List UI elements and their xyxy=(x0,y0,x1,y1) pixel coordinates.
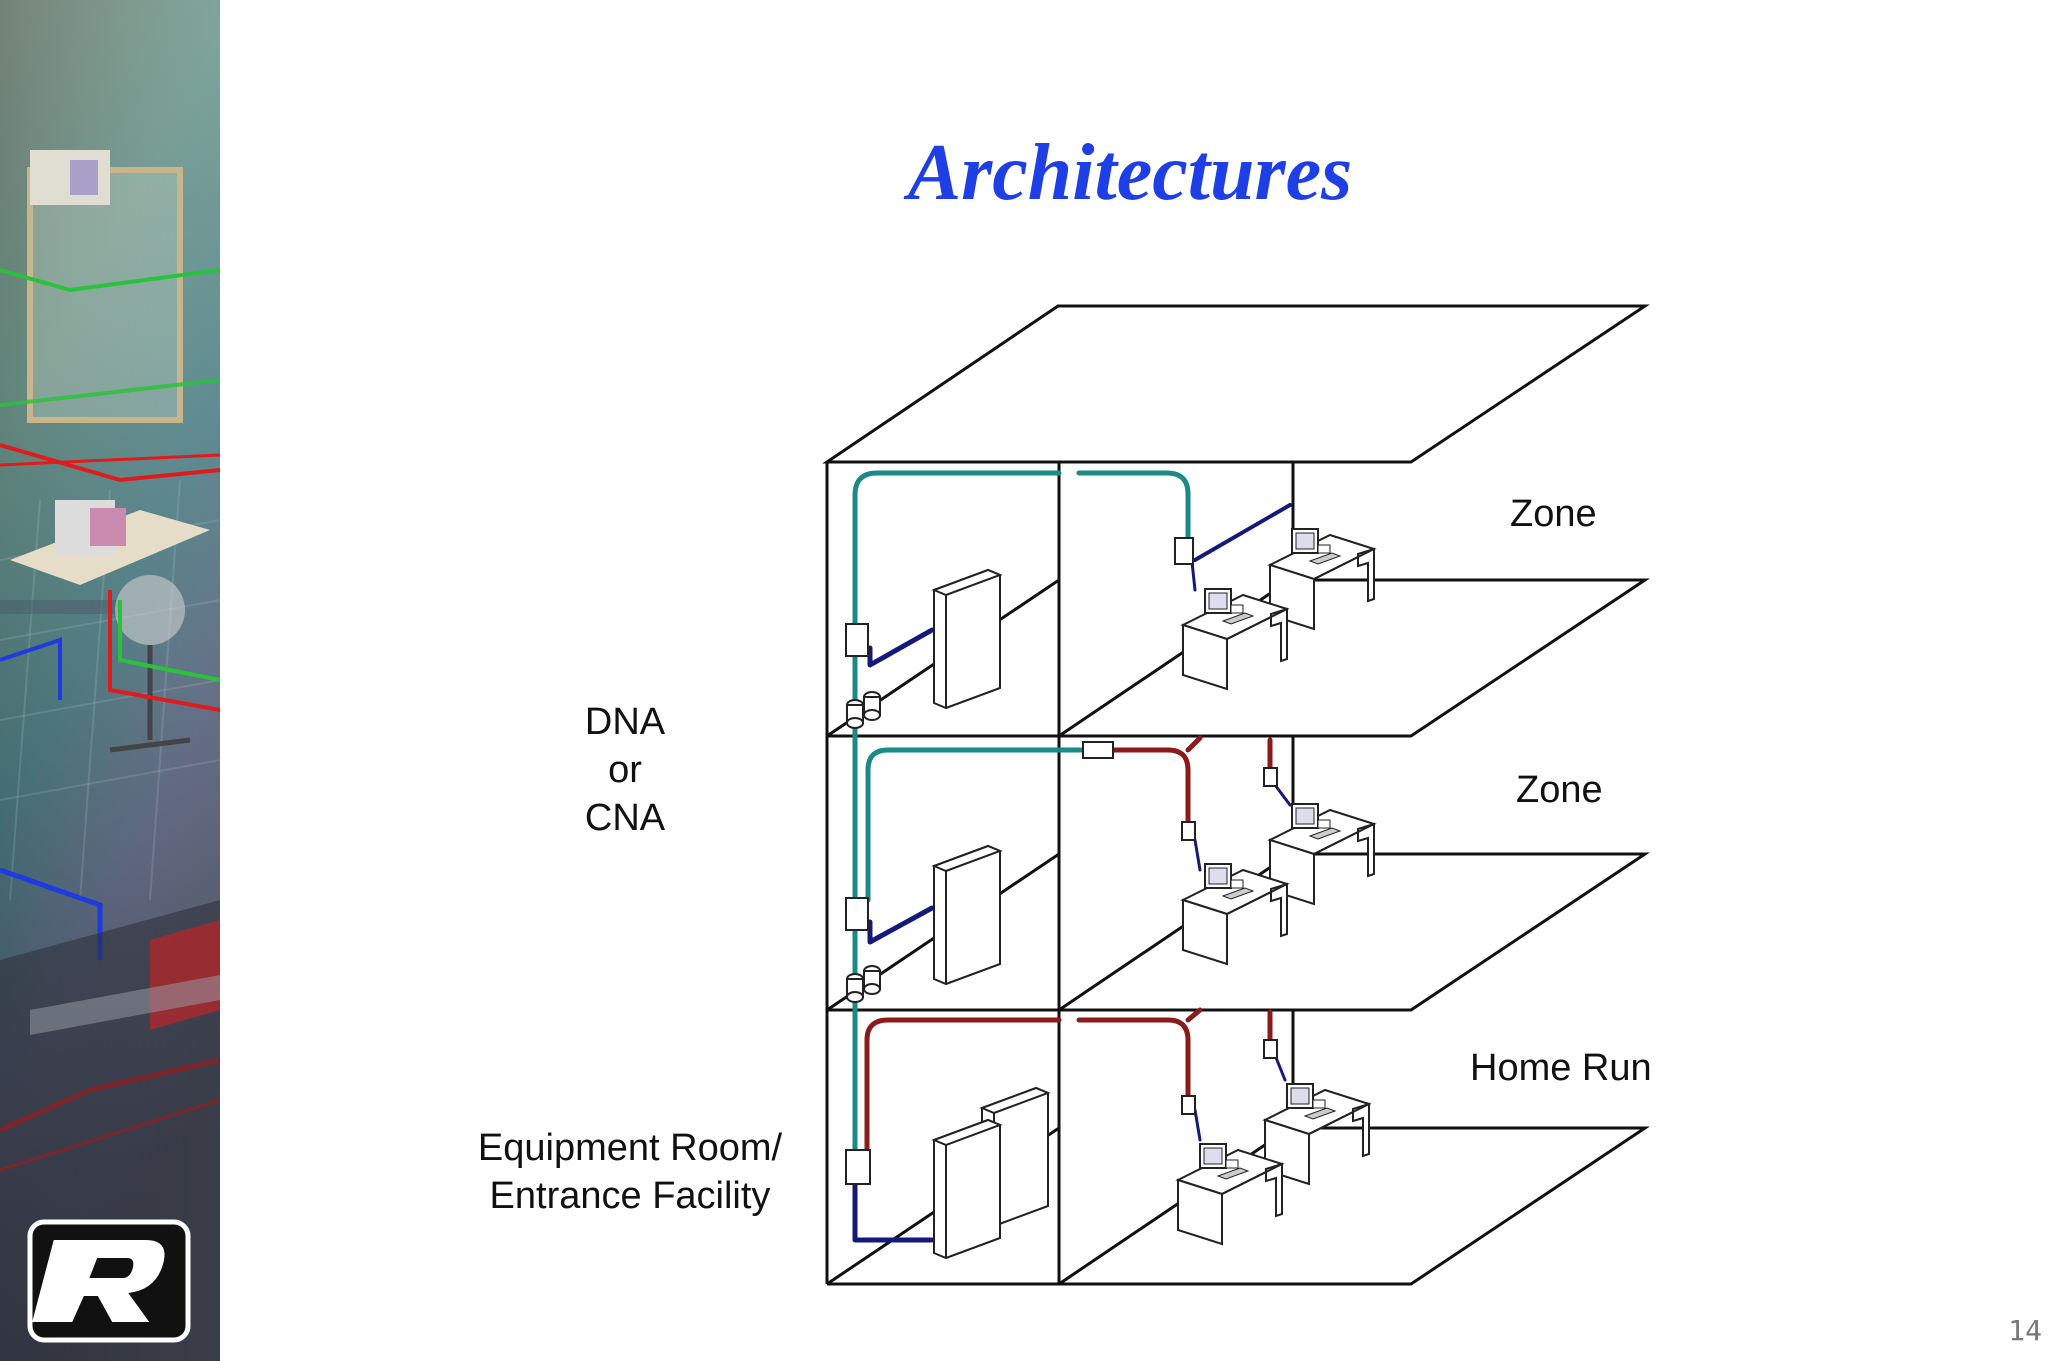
outlet-icon xyxy=(1181,821,1196,841)
consolidation-point-icon xyxy=(1174,537,1194,565)
teal-backbone-cable xyxy=(852,470,1062,703)
consolidation-point-icon xyxy=(1082,741,1114,759)
patch-panel-icon xyxy=(845,623,869,657)
patch-panel-icon xyxy=(845,1149,871,1185)
label-dna-or-cna: DNA or CNA xyxy=(560,698,690,842)
outlet-icon xyxy=(1263,1039,1278,1059)
label-or: or xyxy=(608,749,642,791)
workstation-icon xyxy=(1177,1143,1283,1245)
office-render-image xyxy=(0,0,220,1361)
label-equipment-room-line2: Entrance Facility xyxy=(489,1175,771,1217)
label-home-run: Home Run xyxy=(1470,1047,1652,1089)
equipment-rack-icon xyxy=(931,844,1003,986)
patch-panel-icon xyxy=(845,897,869,931)
outlet-icon xyxy=(1181,1095,1196,1115)
ground-plate xyxy=(1054,1126,1650,1286)
cable-drum-icon xyxy=(846,691,881,729)
slide-title: Architectures xyxy=(907,129,1353,217)
r-logo-icon xyxy=(27,1219,191,1343)
floor-plate-2 xyxy=(1054,578,1650,738)
floor-plate-1 xyxy=(1054,852,1650,1012)
roof-plane xyxy=(822,304,1650,464)
workstation-icon xyxy=(1182,588,1288,690)
page-number: 14 xyxy=(2008,1314,2042,1347)
label-equipment-room: Equipment Room/ Entrance Facility xyxy=(460,1124,800,1220)
outlet-icon xyxy=(1263,767,1278,787)
workstation-icon xyxy=(1182,863,1288,965)
equipment-rack-icon xyxy=(931,1118,1003,1260)
label-zone-middle: Zone xyxy=(1516,769,1603,811)
label-dna: DNA xyxy=(584,701,666,743)
label-zone-top: Zone xyxy=(1510,493,1597,535)
sidebar-image xyxy=(0,0,220,1361)
label-cna: CNA xyxy=(584,797,666,839)
cable-drum-icon xyxy=(846,965,881,1003)
label-equipment-room-line1: Equipment Room/ xyxy=(477,1127,783,1169)
equipment-rack-icon xyxy=(931,568,1003,710)
